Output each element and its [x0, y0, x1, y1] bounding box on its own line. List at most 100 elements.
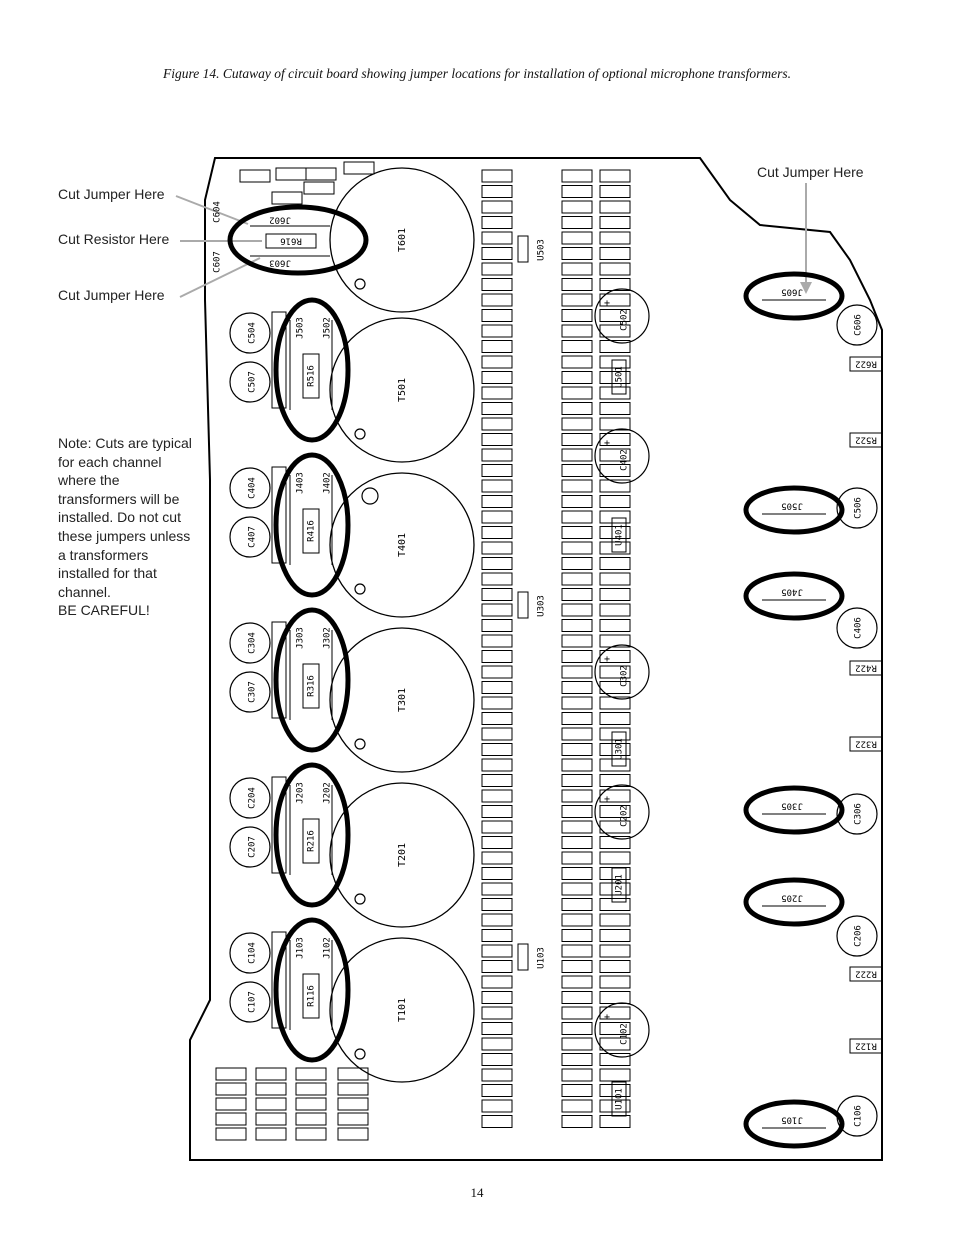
smd-part [561, 851, 593, 865]
smd-part [481, 650, 513, 663]
smd-part [561, 650, 593, 663]
smd-part [599, 727, 631, 741]
smd-part [599, 619, 631, 632]
smd-part [561, 619, 593, 632]
smd-part [561, 991, 593, 1004]
smd-part [481, 712, 513, 725]
smd-part [481, 557, 513, 570]
figure-caption: Figure 14. Cutaway of circuit board show… [162, 66, 791, 81]
capacitor-outline [836, 607, 878, 649]
capacitor-outline [594, 288, 650, 344]
jumper-label: J303 [296, 627, 306, 649]
note-text: Note: Cuts are typical for each channel … [58, 435, 192, 600]
smd-part [561, 1068, 593, 1082]
smd-part [561, 603, 593, 617]
smd-part [561, 169, 593, 183]
smd-part [481, 1068, 513, 1082]
smd-part [599, 479, 631, 493]
resistor-label: R216 [307, 830, 317, 852]
capacitor-label: C206 [854, 925, 864, 947]
mount-hole [354, 428, 366, 440]
smd-part [599, 309, 631, 322]
ic-label: U503 [537, 239, 547, 261]
smd-part [561, 386, 593, 400]
smd-part [481, 634, 513, 648]
smd-part [255, 1112, 287, 1126]
right-jumper-label: J405 [781, 587, 803, 597]
smd-part [561, 324, 593, 338]
smd-part [599, 851, 631, 865]
capacitor-label: C304 [248, 632, 258, 654]
smd-part [305, 167, 337, 181]
smd-part [599, 464, 631, 477]
ic-label: U401 [615, 524, 625, 546]
smd-part [481, 200, 513, 214]
callout-cut-jumper-lower: Cut Jumper Here [58, 287, 165, 303]
smd-part [561, 526, 593, 539]
smd-part [561, 293, 593, 307]
jumper-label: J603 [269, 258, 291, 268]
capacitor-label: C107 [248, 991, 258, 1013]
smd-part [295, 1067, 327, 1081]
leader-lines [175, 183, 807, 298]
cut-highlight-ellipse [273, 607, 351, 753]
capacitor-label: C102 [620, 1023, 630, 1045]
right-jumper-label: J505 [781, 501, 803, 511]
smd-part [599, 1068, 631, 1082]
smd-part [481, 758, 513, 772]
capacitor-label: C406 [854, 617, 864, 639]
capacitor-outline [836, 793, 878, 835]
smd-part [255, 1067, 287, 1081]
cut-highlight-ellipse-right [743, 877, 845, 927]
callout-cut-jumper-right: Cut Jumper Here [757, 164, 864, 180]
cut-highlight-ellipse-right [743, 485, 845, 535]
resistor-body [302, 663, 320, 709]
resistor-body [302, 818, 320, 864]
smd-part [481, 324, 513, 338]
jumper-label: J402 [323, 472, 333, 494]
cut-highlight-ellipse [273, 297, 351, 443]
capacitor-outline [229, 981, 271, 1023]
smd-part [561, 774, 593, 787]
transformer-outline [329, 472, 475, 618]
smd-part [561, 247, 593, 260]
smd-part [599, 371, 631, 384]
smd-part [561, 1084, 593, 1097]
cut-highlight-ellipse [273, 917, 351, 1063]
capacitor-label: C606 [854, 314, 864, 336]
smd-part [481, 681, 513, 694]
smd-part [481, 975, 513, 989]
resistor-body [849, 660, 883, 676]
capacitor-outline [229, 361, 271, 403]
smd-part [599, 340, 631, 353]
component-strip [271, 776, 287, 874]
smd-part [561, 1099, 593, 1113]
smd-part [295, 1127, 327, 1141]
smd-part [561, 309, 593, 322]
plus-sign: + [604, 654, 610, 665]
smd-part [481, 1084, 513, 1097]
capacitor-label: C307 [248, 681, 258, 703]
capacitor-label: C607 [213, 251, 223, 273]
capacitor-label: C404 [248, 477, 258, 499]
smd-part [561, 727, 593, 741]
smd-part [561, 464, 593, 477]
smd-part [561, 572, 593, 586]
resistor-label: R522 [855, 435, 877, 445]
component-strip [271, 931, 287, 1029]
smd-part [481, 293, 513, 307]
capacitor-label: C104 [248, 942, 258, 964]
plus-sign: + [604, 298, 610, 309]
capacitor-outline [229, 777, 271, 819]
smd-part [599, 278, 631, 291]
smd-part [481, 619, 513, 632]
ic-outline [611, 1081, 627, 1117]
transformer-outline [329, 167, 475, 313]
capacitor-outline [229, 622, 271, 664]
smd-part [481, 1099, 513, 1113]
smd-part [481, 882, 513, 896]
capacitor-outline [229, 932, 271, 974]
cut-highlight-ellipse-right [743, 571, 845, 621]
jumper-label: J103 [296, 937, 306, 959]
smd-part [599, 1022, 631, 1035]
